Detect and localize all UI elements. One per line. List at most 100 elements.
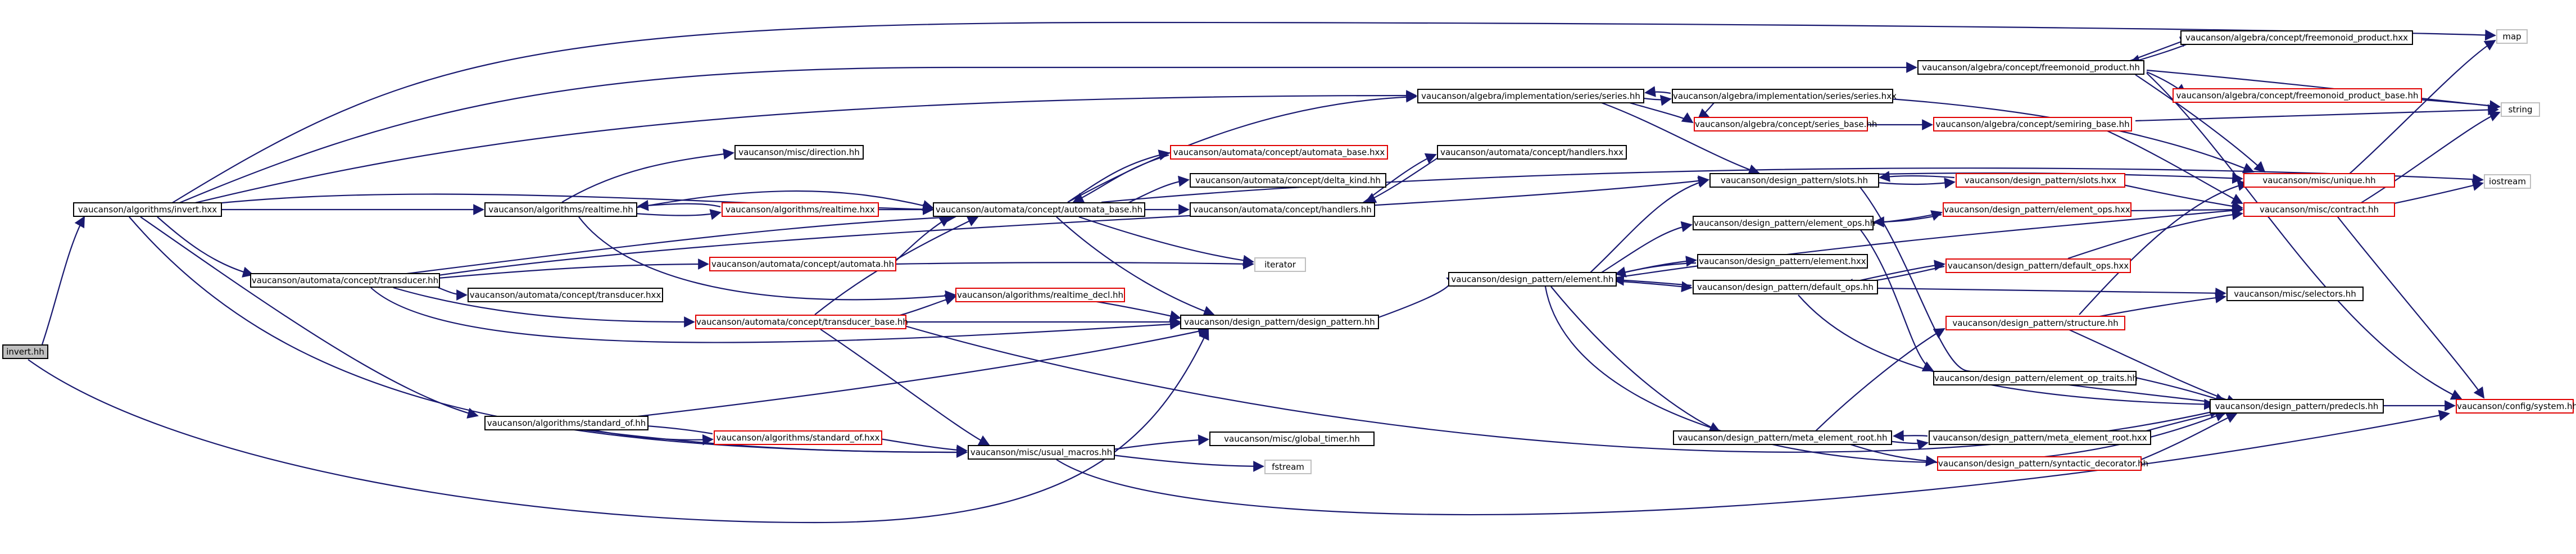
edge-element-to-predecls — [1544, 286, 2226, 464]
node-realtime-hxx[interactable]: vaucanson/algorithms/realtime.hxx — [722, 202, 879, 217]
node-dp-meta-element-root-hxx[interactable]: vaucanson/design_pattern/meta_element_ro… — [1929, 430, 2151, 445]
node-dp-element-ops-hxx[interactable]: vaucanson/design_pattern/element_ops.hxx — [1943, 202, 2131, 217]
node-map[interactable]: map — [2496, 29, 2528, 44]
edge-transducer-base-to-usual-macros — [820, 329, 990, 446]
node-invert-hxx[interactable]: vaucanson/algorithms/invert.hxx — [73, 202, 222, 217]
edge-default-ops-to-selectors — [1837, 287, 2226, 299]
node-transducer-hxx[interactable]: vaucanson/automata/concept/transducer.hx… — [468, 288, 663, 302]
edge-transducer-to-element — [438, 175, 1709, 276]
node-standard-of-hh[interactable]: vaucanson/algorithms/standard_of.hh — [484, 416, 648, 430]
edge-element-ops-hxx-to-contract — [2129, 204, 2243, 216]
edge-slots-hxx-to-slots — [1879, 171, 1955, 182]
node-series-hxx[interactable]: vaucanson/algebra/implementation/series/… — [1672, 89, 1897, 103]
edge-element-to-default-ops — [1612, 280, 1693, 293]
edge-automata-base-to-iterator — [1078, 216, 1254, 266]
node-dp-default-ops-hxx[interactable]: vaucanson/design_pattern/default_ops.hxx — [1945, 258, 2131, 273]
node-automata-hh[interactable]: vaucanson/automata/concept/automata.hh — [709, 257, 896, 271]
edge-slots-hxx-to-contract — [2112, 181, 2243, 212]
node-transducer-base-hh[interactable]: vaucanson/automata/concept/transducer_ba… — [695, 315, 908, 329]
edge-freemonoid-product-to-system — [2146, 72, 2462, 400]
edge-handlers-hxx-to-handlers — [1364, 157, 1439, 203]
node-transducer-hh[interactable]: vaucanson/automata/concept/transducer.hh — [250, 273, 440, 288]
node-string[interactable]: string — [2501, 102, 2540, 117]
node-design-pattern-hh[interactable]: vaucanson/design_pattern/design_pattern.… — [1180, 315, 1379, 329]
node-iostream[interactable]: iostream — [2484, 174, 2531, 189]
edge-realtime-hh-to-realtime-decl — [578, 216, 956, 302]
edge-transducer-to-automata — [438, 258, 709, 279]
node-standard-of-hxx[interactable]: vaucanson/algorithms/standard_of.hxx — [714, 430, 882, 445]
edge-standard-of-to-design-pattern — [618, 326, 1209, 420]
node-automata-base-hxx[interactable]: vaucanson/automata/concept/automata_base… — [1170, 145, 1388, 160]
edge-element-to-meta-element-root — [1550, 286, 1721, 433]
node-series-base-hh[interactable]: vaucanson/algebra/concept/series_base.hh — [1694, 117, 1877, 131]
edge-semiring-base-to-string — [2135, 104, 2499, 122]
edge-invert-hh-to-design-pattern — [28, 328, 1209, 524]
node-iterator[interactable]: iterator — [1254, 257, 1306, 272]
node-direction-hh[interactable]: vaucanson/misc/direction.hh — [734, 145, 864, 160]
edge-realtime-hh-to-automata-base — [634, 190, 934, 211]
node-freemonoid-product-base-hh[interactable]: vaucanson/algebra/concept/freemonoid_pro… — [2173, 88, 2422, 103]
edge-invert-hxx-to-series — [174, 90, 1417, 209]
edge-automata-base-hxx-to-automata-base — [1072, 154, 1169, 203]
node-global-timer-hh[interactable]: vaucanson/misc/global_timer.hh — [1209, 432, 1375, 446]
edge-element-to-element-ops — [1601, 221, 1693, 273]
edge-contract-to-string — [2360, 111, 2501, 204]
edge-meta-root-to-structure — [1815, 328, 1945, 432]
edge-automata-base-to-series — [1067, 91, 1417, 203]
edge-default-ops-to-element — [1613, 274, 1692, 287]
node-dp-structure-hh[interactable]: vaucanson/design_pattern/structure.hh — [1945, 316, 2125, 330]
edge-standard-of-to-usual-macros — [561, 426, 968, 458]
edge-usual-macros-to-system — [1056, 410, 2450, 516]
edge-element-ops-to-op-traits — [1860, 229, 1934, 371]
edge-structure-to-unique — [2079, 180, 2249, 315]
edge-transducer-to-automata-base — [393, 211, 956, 276]
edge-meta-root-to-meta-root-hxx — [1888, 439, 1929, 451]
edge-automata-base-to-design-pattern — [1056, 216, 1215, 317]
node-series-hh[interactable]: vaucanson/algebra/implementation/series/… — [1417, 89, 1644, 103]
node-dp-element-hxx[interactable]: vaucanson/design_pattern/element.hxx — [1697, 254, 1868, 269]
edge-series-to-series-base — [1629, 102, 1694, 124]
node-dp-default-ops-hh[interactable]: vaucanson/design_pattern/default_ops.hh — [1693, 280, 1878, 294]
node-usual-macros-hh[interactable]: vaucanson/misc/usual_macros.hh — [968, 445, 1115, 460]
node-config-system-hh[interactable]: vaucanson/config/system.hh — [2456, 399, 2576, 414]
node-freemonoid-product-hh[interactable]: vaucanson/algebra/concept/freemonoid_pro… — [1917, 60, 2144, 75]
edge-usual-macros-to-global-timer — [1112, 434, 1209, 451]
edge-series-to-slots — [1601, 102, 1760, 175]
edge-invert-hxx-to-freemonoid-product — [171, 62, 1917, 207]
node-dp-slots-hh[interactable]: vaucanson/design_pattern/slots.hh — [1709, 173, 1879, 188]
node-freemonoid-product-hxx[interactable]: vaucanson/algebra/concept/freemonoid_pro… — [2180, 30, 2413, 45]
node-handlers-hh[interactable]: vaucanson/automata/concept/handlers.hh — [1190, 202, 1375, 217]
edge-element-to-slots — [1590, 176, 1709, 273]
node-dp-element-hh[interactable]: vaucanson/design_pattern/element.hh — [1448, 272, 1617, 287]
node-semiring-base-hh[interactable]: vaucanson/algebra/concept/semiring_base.… — [1933, 117, 2132, 131]
node-contract-hh[interactable]: vaucanson/misc/contract.hh — [2243, 202, 2395, 217]
edge-design-pattern-to-element — [1376, 276, 1459, 319]
edge-default-ops-to-predecls — [1798, 294, 2215, 410]
node-selectors-hh[interactable]: vaucanson/misc/selectors.hh — [2226, 287, 2364, 301]
node-automata-base-hh[interactable]: vaucanson/automata/concept/automata_base… — [933, 202, 1145, 217]
node-unique-hh[interactable]: vaucanson/misc/unique.hh — [2243, 173, 2395, 188]
edge-syntactic-decorator-to-predecls — [2135, 412, 2238, 463]
edge-transducer-to-transducer-hxx — [438, 287, 468, 301]
node-realtime-decl-hh[interactable]: vaucanson/algorithms/realtime_decl.hh — [955, 288, 1125, 302]
edge-series-hxx-to-series — [1644, 86, 1671, 97]
node-dp-element-op-traits-hh[interactable]: vaucanson/design_pattern/element_op_trai… — [1933, 371, 2138, 385]
edge-realtime-hh-to-direction — [561, 148, 734, 203]
edge-element-ops-hxx-to-element-ops — [1873, 214, 1942, 228]
edge-transducer-to-transducer-base — [393, 287, 695, 328]
node-delta-kind-hh[interactable]: vaucanson/automata/concept/delta_kind.hh — [1190, 173, 1386, 188]
node-dp-predecls-hh[interactable]: vaucanson/design_pattern/predecls.hh — [2210, 399, 2384, 414]
node-dp-meta-element-root-hh[interactable]: vaucanson/design_pattern/meta_element_ro… — [1673, 430, 1892, 445]
node-realtime-hh[interactable]: vaucanson/algorithms/realtime.hh — [484, 202, 637, 217]
node-dp-element-ops-hh[interactable]: vaucanson/design_pattern/element_ops.hh — [1693, 216, 1875, 230]
edge-realtime-hh-to-realtime-hxx — [634, 209, 722, 220]
edge-automata-base-to-delta-kind — [1123, 175, 1190, 206]
node-handlers-hxx[interactable]: vaucanson/automata/concept/handlers.hxx — [1437, 145, 1627, 160]
node-dp-syntactic-decorator-hh[interactable]: vaucanson/design_pattern/syntactic_decor… — [1937, 456, 2148, 471]
edge-standard-of-hxx-to-usual-macros — [876, 437, 968, 456]
edge-invert-hh-to-invert-hxx — [41, 216, 85, 345]
node-fstream[interactable]: fstream — [1264, 460, 1312, 474]
node-dp-slots-hxx[interactable]: vaucanson/design_pattern/slots.hxx — [1956, 173, 2125, 188]
edge-transducer-to-design-pattern — [370, 287, 1181, 343]
node-invert-hh[interactable]: invert.hh — [2, 344, 48, 359]
